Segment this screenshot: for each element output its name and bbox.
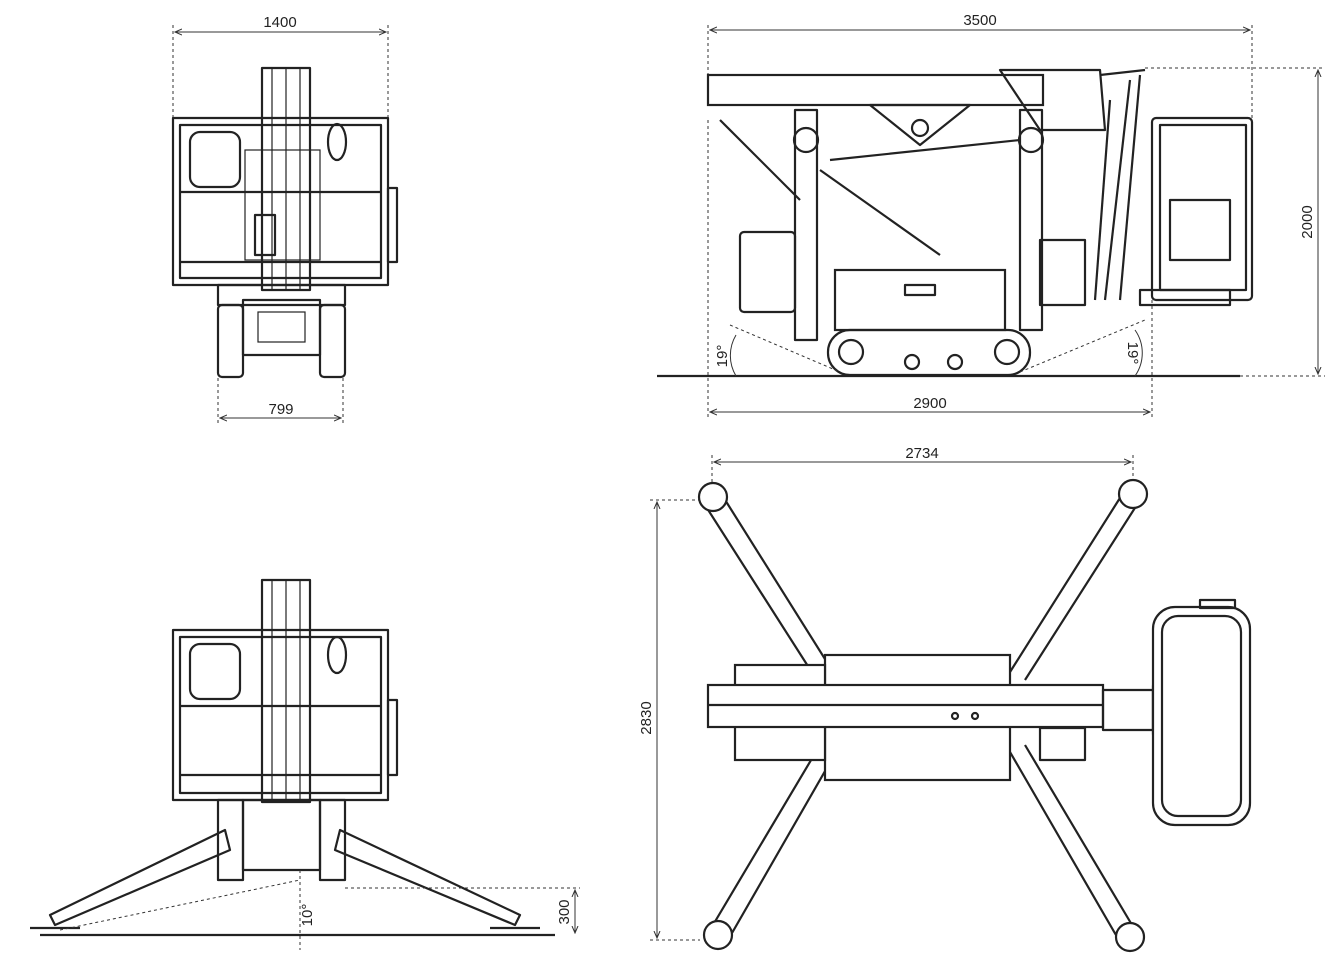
outrigger-width-label: 2734	[905, 445, 938, 462]
front-view-outriggers: 10° 300	[30, 578, 580, 950]
dimension-width-label: 1400	[263, 14, 296, 31]
angle-front-label: 19°	[714, 345, 731, 368]
dimension-height-label: 2000	[1299, 205, 1316, 238]
angle-label: 10°	[299, 904, 316, 927]
side-view: 3500 2000	[657, 12, 1325, 418]
front-view: 1400 799	[171, 14, 399, 425]
ground-clearance-label: 300	[556, 899, 573, 924]
dimension-wheelbase-label: 2900	[913, 395, 946, 412]
angle-rear-label: 19°	[1124, 342, 1141, 365]
top-view: 2734 2830	[638, 445, 1252, 953]
dimension-track-width-label: 799	[268, 401, 293, 418]
dimension-length-label: 3500	[963, 12, 996, 29]
outrigger-length-label: 2830	[638, 701, 655, 734]
